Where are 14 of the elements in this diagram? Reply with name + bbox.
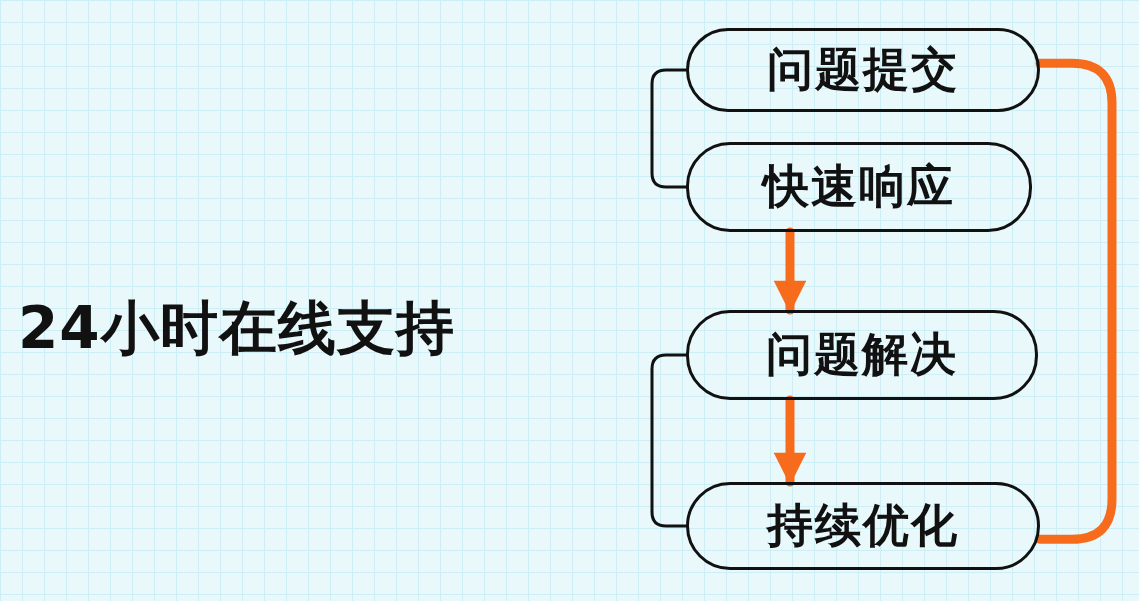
rounded-box (686, 28, 1040, 112)
box-label: 问题提交 (767, 41, 959, 98)
box-label: 问题解决 (766, 326, 958, 383)
arrow (773, 227, 807, 315)
rounded-box (686, 482, 1040, 570)
arrow (773, 395, 807, 487)
box-label: 持续优化 (767, 497, 959, 554)
heading: 24小时在线支持 (18, 293, 455, 364)
rounded-box (686, 310, 1038, 400)
connector-line (650, 353, 688, 528)
connector-line (1035, 58, 1117, 544)
rounded-box (686, 142, 1032, 232)
box-label: 快速响应 (763, 158, 955, 215)
connector-line (650, 68, 688, 189)
